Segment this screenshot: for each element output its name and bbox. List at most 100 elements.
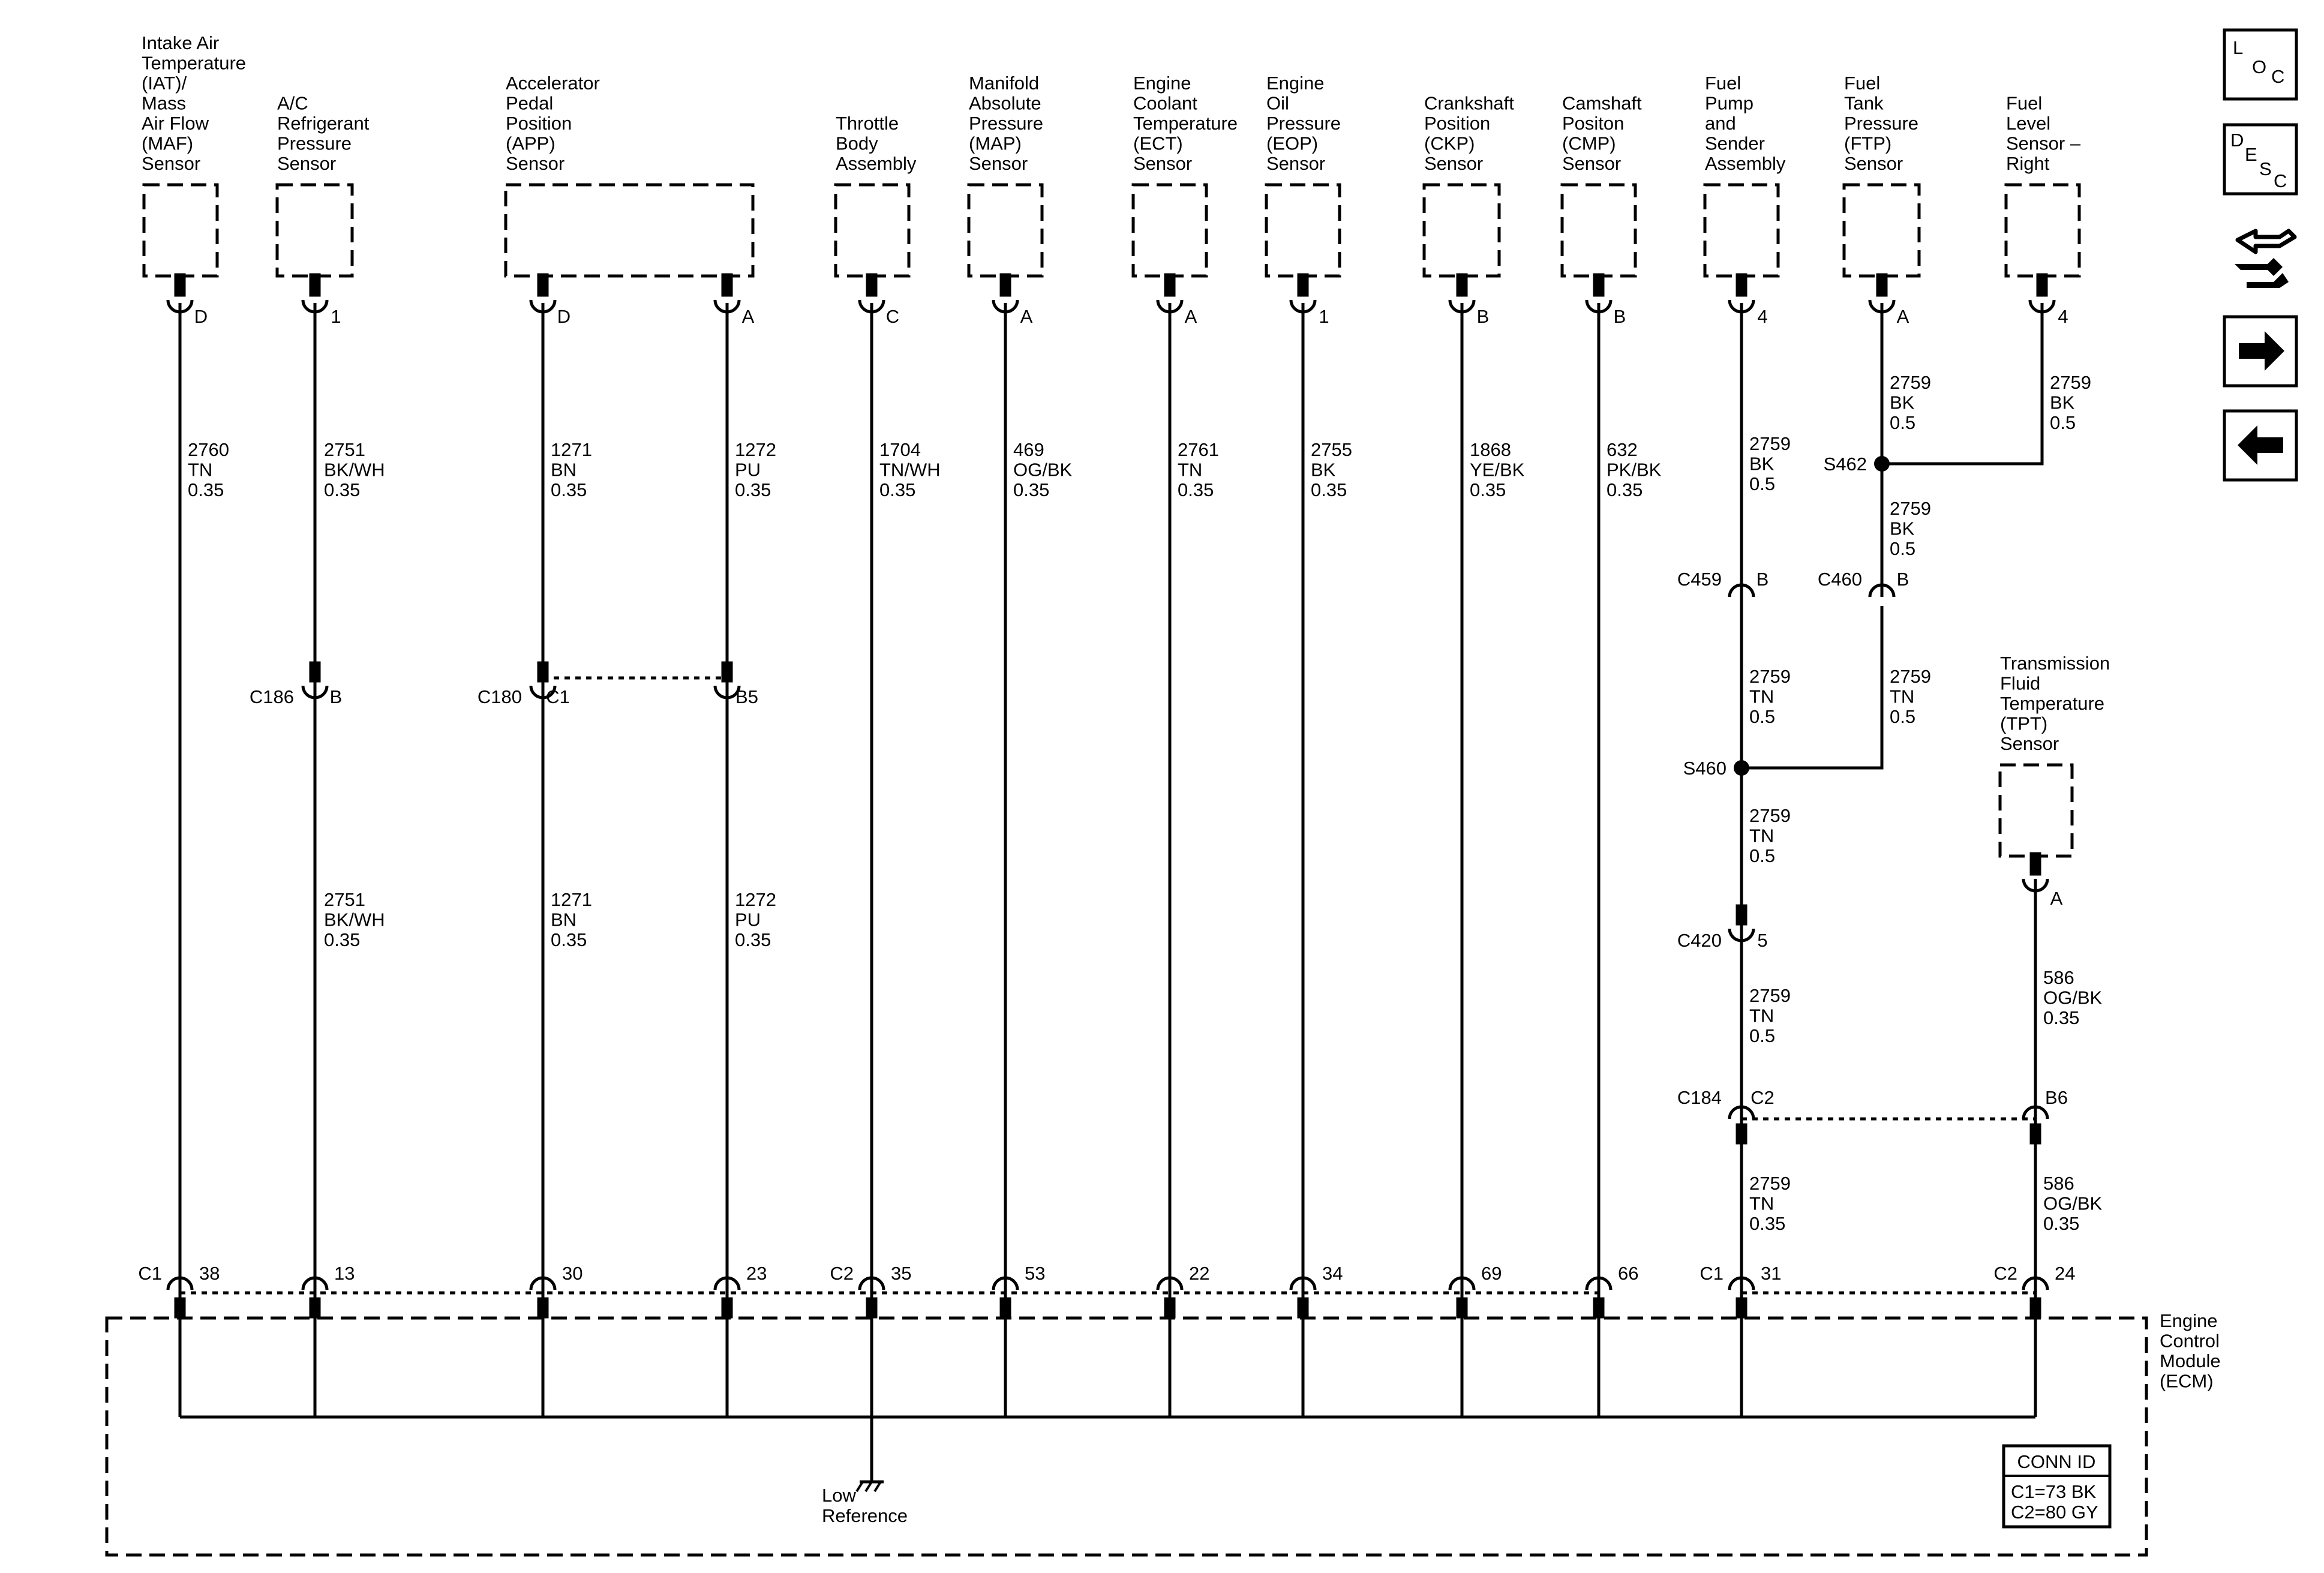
ecm-terminal-9-cap — [1448, 1276, 1476, 1290]
component-ckp-label-line-1: Crankshaft — [1424, 93, 1514, 114]
component-cmp-label-line-4: Sensor — [1562, 153, 1621, 174]
component-tb-label-line-2: Body — [836, 133, 878, 154]
c180-c1-terminal-pin — [537, 661, 549, 683]
connector-c460-pin: B — [1897, 569, 1909, 590]
connector-c184b-pin: B6 — [2045, 1087, 2068, 1108]
back-button[interactable] — [2223, 409, 2298, 482]
component-fps-label-line-4: Sender — [1705, 133, 1765, 154]
sensor-terminal-13-pin — [2036, 273, 2048, 297]
wire-label-w12-line-3: 0.5 — [1890, 412, 1915, 433]
component-acp-label-line-2: Refrigerant — [277, 113, 370, 134]
ecm-pin-e8: 34 — [1322, 1263, 1343, 1284]
connector-c184a-pin: C2 — [1750, 1087, 1774, 1108]
component-ftp-label-line-5: Sensor — [1844, 153, 1903, 174]
ecm-pin-e12: 24 — [2055, 1263, 2075, 1284]
desc-letter-e: E — [2245, 144, 2257, 165]
sensor-terminal-7-pin — [1164, 273, 1176, 297]
wire-label-w1-line-2: TN — [188, 460, 212, 481]
sensor-terminal-13-cup — [2028, 299, 2056, 314]
ecm-terminal-pin-6 — [999, 1297, 1011, 1319]
sensor-pin-app1: D — [557, 306, 571, 327]
wire-label-w16-line-2: TN — [1890, 686, 1914, 707]
c186-terminal-pin — [309, 661, 321, 683]
component-ect-label-line-1: Engine — [1133, 73, 1191, 94]
wire-label-w13-line-2: BK — [2050, 392, 2075, 413]
sensor-terminal-10-pin — [1593, 273, 1605, 297]
sensor-pin-ftp: A — [1897, 306, 1909, 327]
connector-c180a-name: C180 — [478, 686, 522, 707]
component-ftp-label-line-3: Pressure — [1844, 113, 1918, 134]
ecm-pin-e7: 22 — [1189, 1263, 1209, 1284]
next-button[interactable] — [2223, 315, 2298, 388]
ecm-terminal-pin-5 — [866, 1297, 878, 1319]
desc-button[interactable]: D E S C — [2223, 123, 2298, 196]
ecm-conn-e11: C1 — [1700, 1263, 1724, 1284]
sensor-terminal-4-cup — [713, 299, 741, 314]
ecm-pin-e1: 38 — [199, 1263, 220, 1284]
wire-label-w3-line-1: 1271 — [551, 439, 592, 460]
loc-letter-l: L — [2233, 37, 2243, 58]
ecm-terminal-2-cap — [301, 1276, 329, 1290]
loc-button[interactable]: L O C — [2223, 28, 2298, 101]
wire-label-w15-line-2: TN — [1749, 686, 1774, 707]
wire-label-w1-line-3: 0.35 — [188, 479, 224, 500]
wire-label-w22-line-2: OG/BK — [2043, 987, 2103, 1008]
wire-label-w21-line-2: TN — [1749, 1005, 1774, 1026]
wire-label-w13-line-3: 0.5 — [2050, 412, 2076, 433]
wire-label-w18-line-1: 1271 — [551, 889, 592, 910]
connector-c186-pin: B — [330, 686, 343, 707]
sensor-terminal-12-cup — [1868, 299, 1896, 314]
wire-label-w2-line-3: 0.35 — [324, 479, 360, 500]
component-iat-label-line-4: Mass — [142, 93, 186, 114]
sensor-pin-ckp: B — [1477, 306, 1490, 327]
ecm-box — [105, 1316, 2148, 1557]
wire-label-w10-line-1: 632 — [1607, 439, 1638, 460]
connector-end-view-icon[interactable] — [2224, 213, 2297, 291]
sensor-terminal-9-pin — [1456, 273, 1468, 297]
splice-s460-label: S460 — [1683, 758, 1727, 779]
component-fls-label-line-1: Fuel — [2006, 93, 2042, 114]
cmp-sensor-box — [1560, 183, 1637, 278]
sensor-terminal-tft-pin — [2029, 852, 2041, 876]
sensor-pin-fls: 4 — [2058, 306, 2068, 327]
wire-label-w6-line-3: 0.35 — [1013, 479, 1049, 500]
wire-label-w14-line-2: BK — [1890, 518, 1915, 539]
wire-label-w4-line-2: PU — [735, 460, 761, 481]
connector-links — [180, 676, 2035, 1295]
connector-c180b-pin: B5 — [735, 686, 758, 707]
component-ect-label-line-3: Temperature — [1133, 113, 1238, 134]
sensor-terminal-2-pin — [309, 273, 321, 297]
sensor-terminal-10-cup — [1585, 299, 1613, 314]
ecm-terminal-8-cap — [1289, 1276, 1317, 1290]
wire-label-w11-line-3: 0.5 — [1749, 473, 1775, 494]
component-ecm-label-line-1: Engine — [2160, 1310, 2218, 1331]
wire-label-w23-line-2: TN — [1749, 1193, 1774, 1214]
ecm-terminal-5-cap — [858, 1276, 885, 1290]
wire-label-w8-line-2: BK — [1311, 460, 1336, 481]
ecm-terminal-pin-9 — [1456, 1297, 1468, 1319]
component-ect-label-line-4: (ECT) — [1133, 133, 1183, 154]
wire-label-w16-line-3: 0.5 — [1890, 706, 1915, 727]
component-eop-label-line-1: Engine — [1266, 73, 1325, 94]
wire-label-w2-line-2: BK/WH — [324, 460, 385, 481]
component-ckp-label-line-2: Position — [1424, 113, 1490, 134]
component-app-label-line-2: Pedal — [506, 93, 553, 114]
ecm-terminal-pin-12 — [2029, 1297, 2041, 1319]
ecm-terminal-10-cap — [1585, 1276, 1613, 1290]
c184-c2-pin — [1736, 1123, 1747, 1145]
component-tft-label-line-4: (TPT) — [2000, 713, 2047, 734]
sensor-pin-iat: D — [194, 306, 208, 327]
wire-label-w7-line-3: 0.35 — [1178, 479, 1214, 500]
wire-label-w24-line-1: 586 — [2043, 1173, 2074, 1194]
component-acp-label-line-3: Pressure — [277, 133, 352, 154]
sensor-pin-acp: 1 — [331, 306, 341, 327]
component-app-label-line-4: (APP) — [506, 133, 556, 154]
component-map-label-line-1: Manifold — [969, 73, 1039, 94]
ground-label-line1: Low — [822, 1485, 856, 1506]
component-cmp-label-line-2: Positon — [1562, 113, 1624, 134]
component-app-label-line-3: Position — [506, 113, 572, 134]
wire-label-w23-line-3: 0.35 — [1749, 1213, 1785, 1234]
